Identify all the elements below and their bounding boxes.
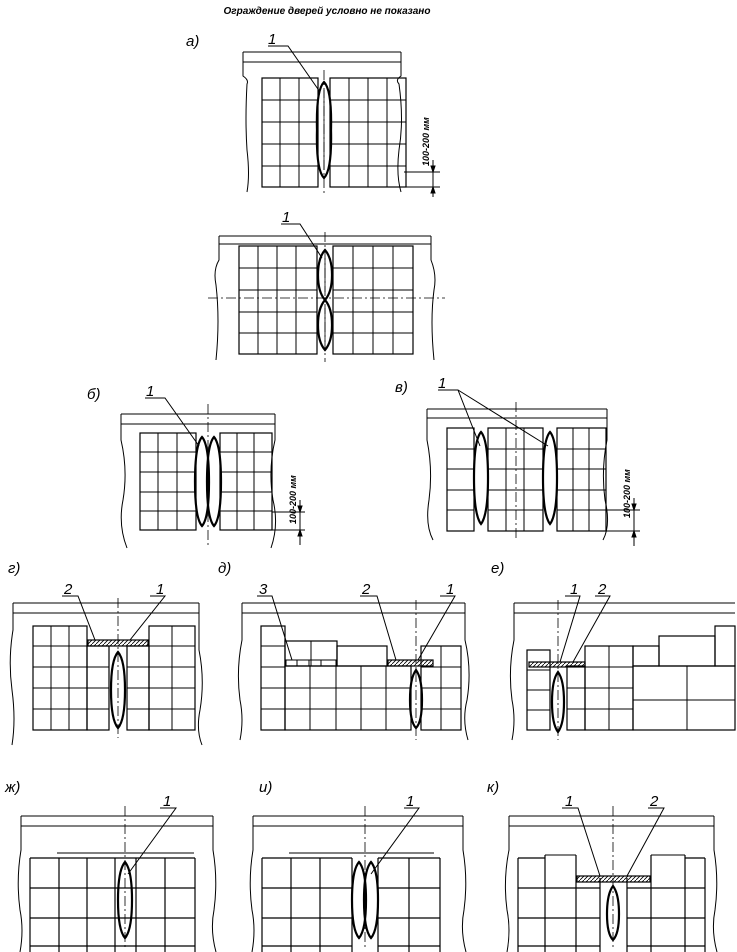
figure-a-top: [242, 45, 440, 197]
callout-2-e: 2: [597, 581, 607, 598]
figure-e: [509, 595, 736, 741]
callout-1-zh: 1: [163, 793, 171, 810]
callout-1-b: 1: [146, 383, 154, 400]
figure-label-zh: ж): [4, 779, 20, 796]
dimension-label-v: 100-200 мм: [622, 469, 632, 518]
figure-v: [426, 389, 640, 546]
callout-2-g: 2: [63, 581, 73, 598]
figure-label-d: д): [218, 560, 231, 577]
callout-1-i: 1: [406, 793, 414, 810]
figure-zh: [17, 806, 217, 952]
figure-label-a: а): [186, 33, 199, 50]
callout-1-g: 1: [156, 581, 164, 598]
figure-label-k: к): [487, 779, 499, 796]
callout-3-d: 3: [259, 581, 268, 598]
dimension-label-a: 100-200 мм: [421, 117, 431, 166]
callout-1-k: 1: [565, 793, 573, 810]
figure-i: [249, 806, 467, 952]
figure-b: [120, 397, 305, 549]
callout-1-d: 1: [446, 581, 454, 598]
drawing-title: Ограждение дверей условно не показано: [224, 6, 431, 17]
callout-1-e: 1: [570, 581, 578, 598]
figure-label-b: б): [87, 386, 100, 403]
figure-label-e: е): [491, 560, 504, 577]
callout-1-v: 1: [438, 375, 446, 392]
figure-k: [504, 806, 718, 952]
callout-1-a-bottom: 1: [282, 209, 290, 226]
callout-2-k: 2: [649, 793, 659, 810]
figure-g: [9, 595, 203, 746]
figure-a-bottom: [208, 223, 445, 362]
dimension-label-b: 100-200 мм: [288, 475, 298, 524]
callout-2-d: 2: [361, 581, 371, 598]
figure-d: [237, 595, 470, 741]
callout-1-a-top: 1: [268, 31, 276, 48]
figure-label-i: и): [259, 779, 272, 796]
figure-label-v: в): [395, 379, 408, 396]
figure-label-g: г): [8, 560, 20, 577]
